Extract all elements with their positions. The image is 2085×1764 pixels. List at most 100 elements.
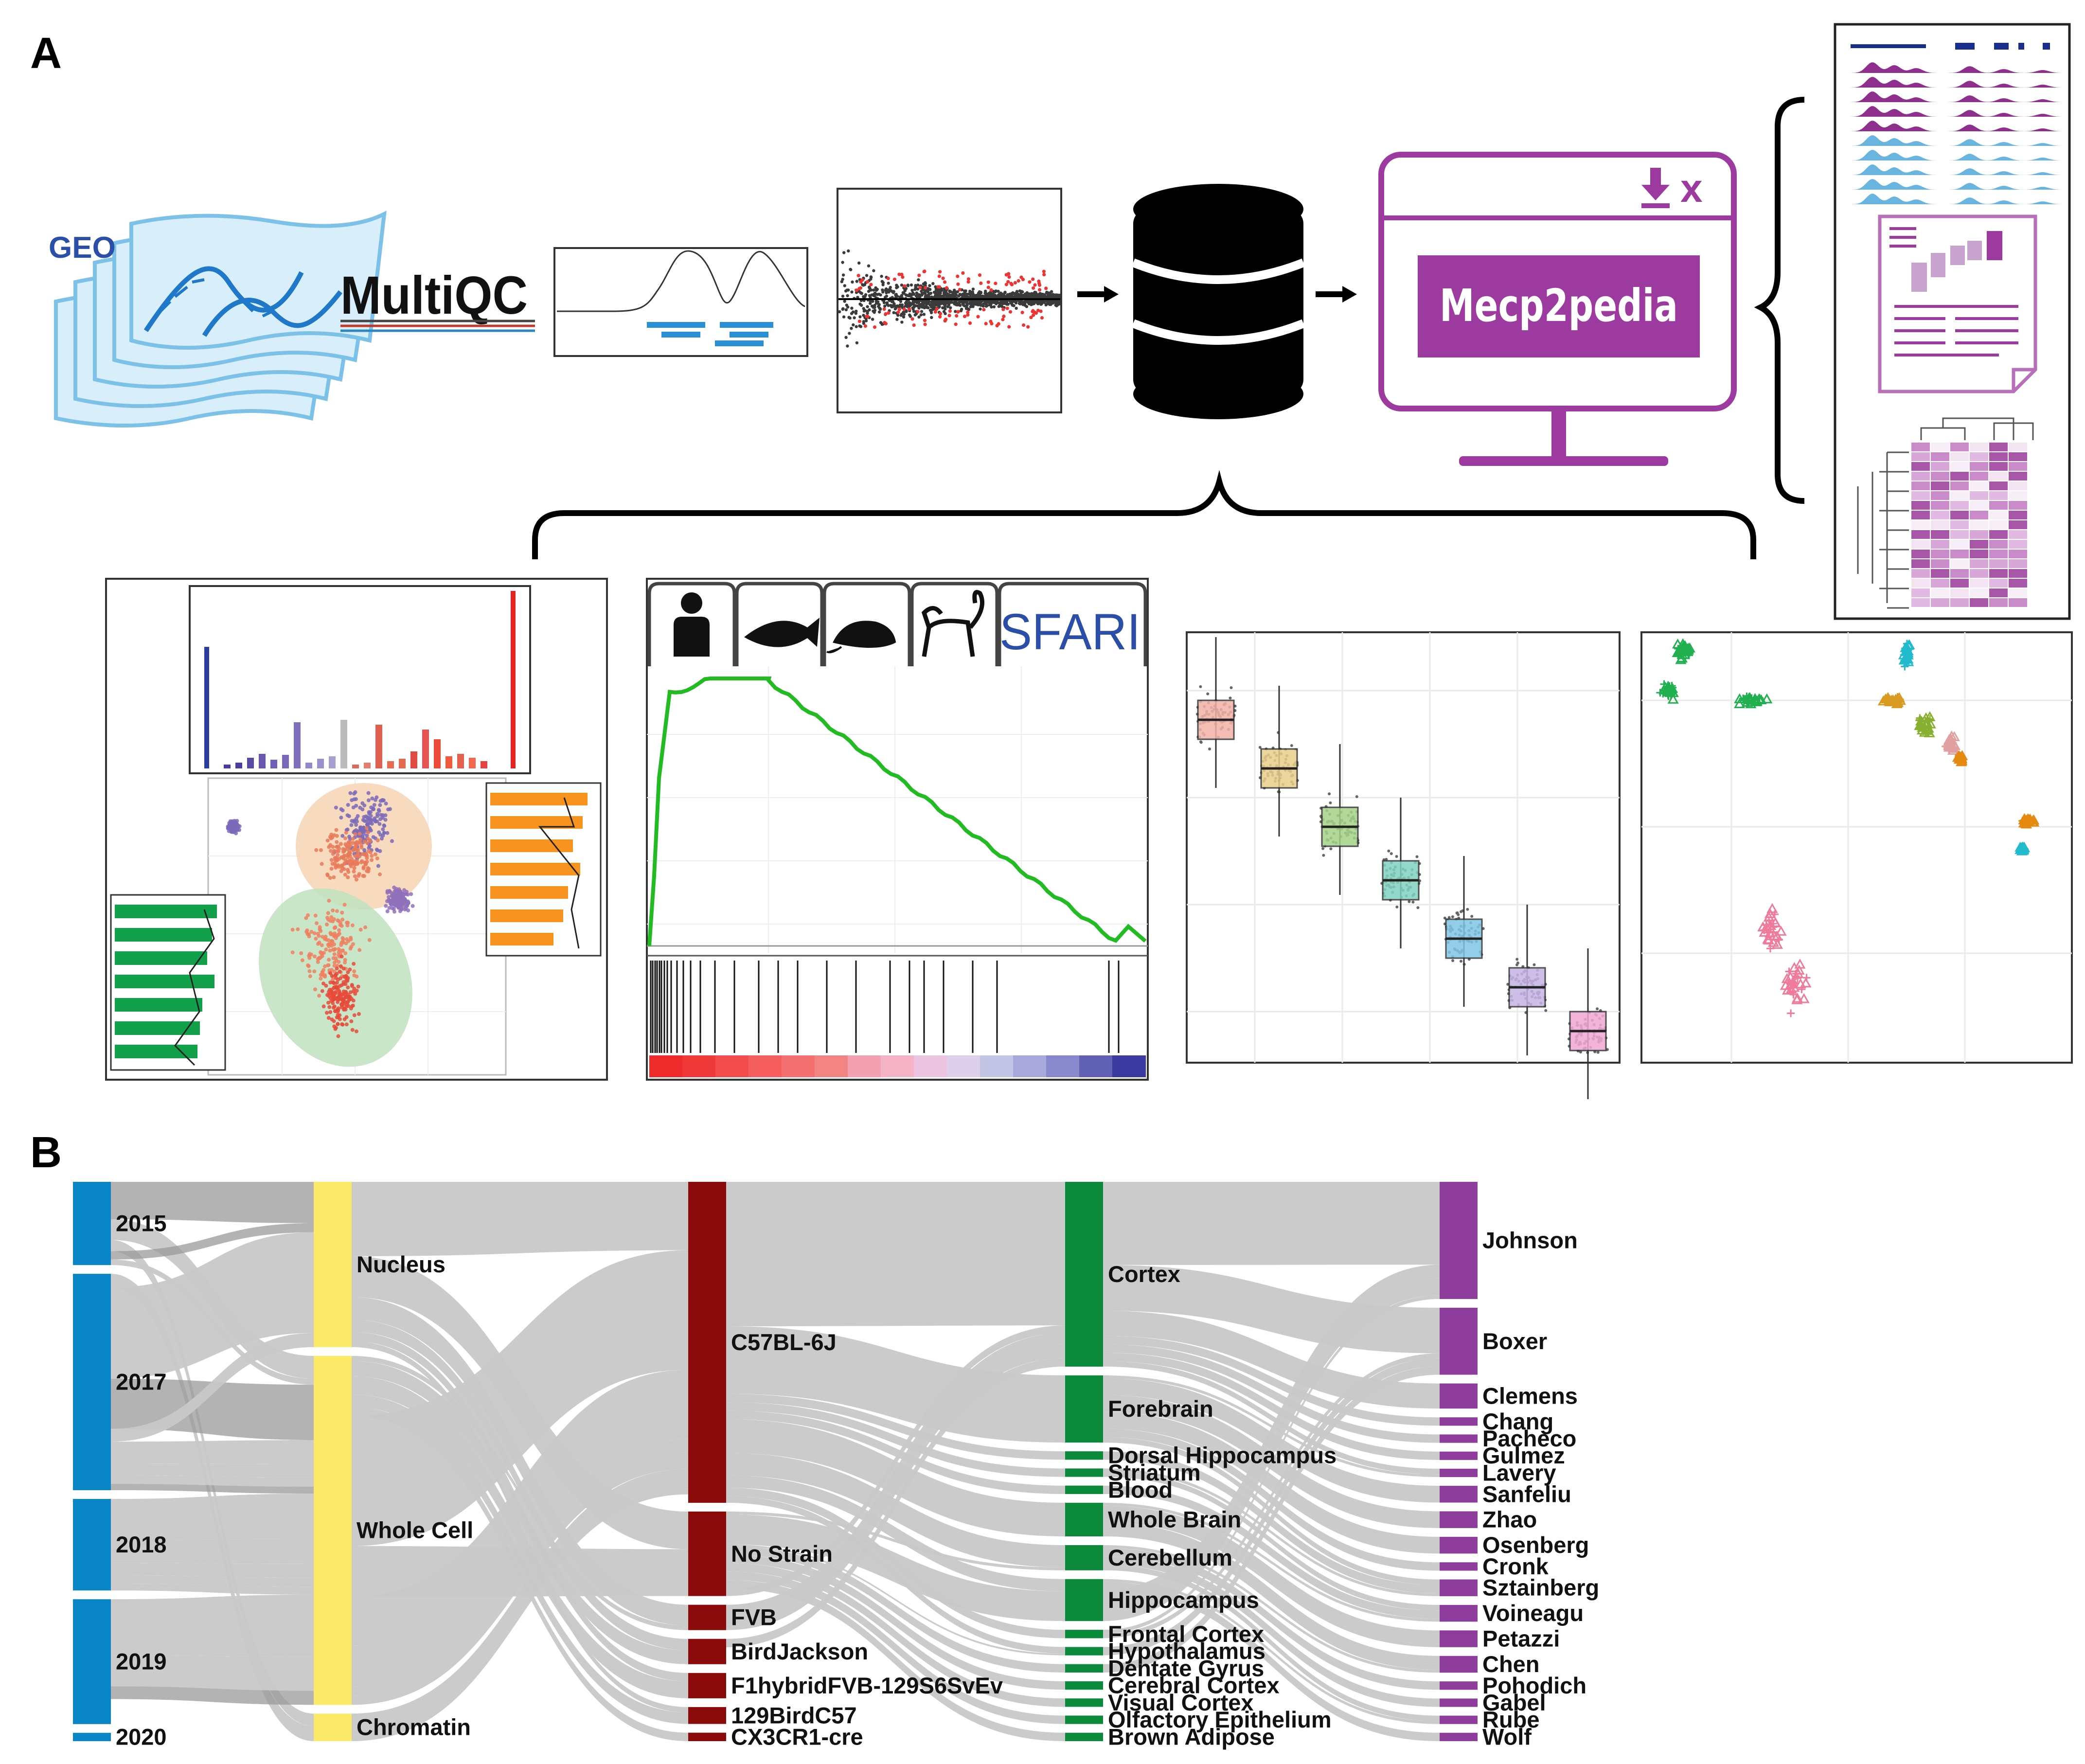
sankey-label-chen: Chen xyxy=(1482,1651,1540,1677)
sankey-node-c57[interactable] xyxy=(688,1182,726,1503)
ma-point xyxy=(916,284,920,287)
sankey-link xyxy=(111,1539,314,1564)
species-tab[interactable] xyxy=(998,582,1147,666)
sankey-node-cx3cr1[interactable] xyxy=(688,1732,726,1741)
multiqc-label: MultiQC xyxy=(340,266,528,325)
ma-point xyxy=(874,302,878,305)
sankey-node-y2019[interactable] xyxy=(73,1599,111,1724)
heatmap-cell xyxy=(1989,462,2008,471)
umap-point xyxy=(314,937,318,941)
ma-point xyxy=(1053,300,1057,303)
sankey-node-petazzi[interactable] xyxy=(1440,1630,1478,1647)
sankey-node-gulmez[interactable] xyxy=(1440,1451,1478,1460)
species-tab[interactable] xyxy=(910,582,999,666)
box-point xyxy=(1466,908,1469,911)
sankey-node-y2018[interactable] xyxy=(73,1499,111,1591)
sankey-node-striatum[interactable] xyxy=(1065,1468,1103,1477)
sankey-node-cortex[interactable] xyxy=(1065,1182,1103,1367)
sankey-node-olfactory[interactable] xyxy=(1065,1715,1103,1724)
umap-point xyxy=(362,803,367,808)
ma-point-significant xyxy=(1039,309,1043,313)
sankey-node-blood[interactable] xyxy=(1065,1485,1103,1494)
sankey-node-clemens[interactable] xyxy=(1440,1383,1478,1409)
sankey-node-bird129[interactable] xyxy=(688,1707,726,1724)
sankey-node-osenberg[interactable] xyxy=(1440,1536,1478,1554)
sankey-node-boxer[interactable] xyxy=(1440,1307,1478,1375)
download-icon[interactable] xyxy=(1641,168,1670,208)
umap-point xyxy=(364,852,369,856)
umap-point xyxy=(339,1002,344,1007)
sankey-node-nostrain[interactable] xyxy=(688,1511,726,1596)
ma-point xyxy=(900,284,904,287)
umap-point xyxy=(366,830,370,835)
ma-point xyxy=(900,303,904,307)
sankey-node-pacheco[interactable] xyxy=(1440,1434,1478,1443)
coverage-track xyxy=(1848,194,2062,204)
close-icon[interactable]: x xyxy=(1680,166,1703,211)
sankey-node-birdjackson[interactable] xyxy=(688,1639,726,1664)
sankey-node-f1hybrid[interactable] xyxy=(688,1673,726,1698)
sankey-node-hypothalamus[interactable] xyxy=(1065,1647,1103,1656)
ma-point xyxy=(863,295,867,298)
ma-point-significant xyxy=(938,285,942,289)
sankey-node-cerebellum[interactable] xyxy=(1065,1545,1103,1570)
sankey-node-visual[interactable] xyxy=(1065,1698,1103,1707)
sankey-node-chen[interactable] xyxy=(1440,1656,1478,1673)
sankey-node-fvb[interactable] xyxy=(688,1604,726,1630)
ma-point-significant xyxy=(982,308,986,312)
box-point xyxy=(1544,1009,1548,1012)
pca-point xyxy=(1798,985,1806,994)
sankey-node-sztainberg[interactable] xyxy=(1440,1579,1478,1596)
sankey-label-blood: Blood xyxy=(1108,1477,1173,1502)
sankey-node-cronk[interactable] xyxy=(1440,1562,1478,1571)
sankey-node-johnson[interactable] xyxy=(1440,1182,1478,1299)
sankey-node-brown[interactable] xyxy=(1065,1732,1103,1741)
sankey-node-hippocampus[interactable] xyxy=(1065,1579,1103,1621)
heatmap-cell xyxy=(1931,540,1949,549)
sankey-label-frontal: Frontal Cortex xyxy=(1108,1621,1264,1647)
sankey-node-chang[interactable] xyxy=(1440,1417,1478,1426)
sankey-node-forebrain[interactable] xyxy=(1065,1375,1103,1443)
green-bar xyxy=(115,1045,197,1058)
sankey-node-dentate[interactable] xyxy=(1065,1664,1103,1673)
sankey-label-pacheco: Pacheco xyxy=(1482,1425,1576,1451)
sankey-node-cerebral[interactable] xyxy=(1065,1681,1103,1690)
heatmap-cell xyxy=(2009,588,2027,597)
sankey-node-y2020[interactable] xyxy=(73,1732,111,1741)
sankey-node-lavery[interactable] xyxy=(1440,1468,1478,1478)
sankey-node-y2015[interactable] xyxy=(73,1182,111,1265)
sankey-node-pohodich[interactable] xyxy=(1440,1681,1478,1690)
sankey-node-wholecell[interactable] xyxy=(314,1355,352,1705)
box-point xyxy=(1387,849,1390,853)
ma-point xyxy=(984,289,987,293)
sankey-label-nucleus: Nucleus xyxy=(356,1251,446,1277)
sankey-node-gabel[interactable] xyxy=(1440,1698,1478,1707)
umap-point xyxy=(328,876,332,880)
pca-point xyxy=(1784,971,1796,981)
human-icon xyxy=(681,592,702,614)
sankey-node-y2017[interactable] xyxy=(73,1274,111,1490)
sankey-link xyxy=(726,1358,1065,1648)
ma-point xyxy=(919,313,923,317)
pca-point xyxy=(2018,841,2030,852)
umap-point xyxy=(319,973,323,977)
umap-point xyxy=(321,981,326,986)
sankey-node-frontal[interactable] xyxy=(1065,1630,1103,1639)
sankey-node-dorsalhip[interactable] xyxy=(1065,1451,1103,1460)
sankey-node-wolf[interactable] xyxy=(1440,1732,1478,1741)
umap-point xyxy=(335,858,339,863)
sankey-node-rube[interactable] xyxy=(1440,1715,1478,1724)
sankey-node-nucleus[interactable] xyxy=(314,1182,352,1347)
umap-point xyxy=(355,853,359,857)
sankey-node-voineagu[interactable] xyxy=(1440,1604,1478,1622)
sankey-node-zhao[interactable] xyxy=(1440,1511,1478,1528)
umap-point xyxy=(335,909,339,913)
mecp2pedia-app-window[interactable]: x Mecp2pedia xyxy=(1378,152,1737,466)
heatmap-cell xyxy=(1989,530,2008,539)
sankey-node-wholebrain[interactable] xyxy=(1065,1502,1103,1536)
ma-point xyxy=(893,304,897,308)
sankey-node-sanfeliu[interactable] xyxy=(1440,1486,1478,1503)
rank-ramp-cell xyxy=(682,1055,716,1077)
umap-point xyxy=(314,848,319,852)
sankey-node-chromatin[interactable] xyxy=(314,1713,352,1741)
